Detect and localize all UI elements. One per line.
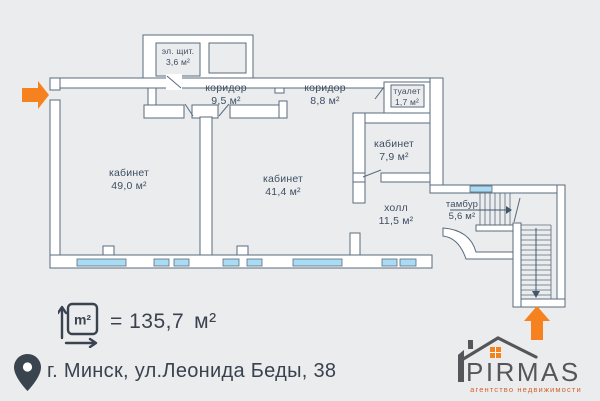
curved-vestibule-wall bbox=[442, 227, 514, 260]
arrow-down-icon bbox=[532, 291, 540, 298]
window-icon bbox=[246, 258, 263, 267]
window-icon bbox=[399, 258, 417, 267]
room-name: коридор bbox=[205, 82, 247, 94]
electrical-door-leaf-icon bbox=[166, 75, 182, 89]
room-area: 49,0 м² bbox=[111, 180, 147, 193]
window-icon bbox=[469, 185, 493, 193]
interior-walls bbox=[102, 87, 431, 256]
total-area-unit: м² bbox=[194, 310, 217, 333]
windows bbox=[76, 185, 493, 267]
window-icon bbox=[381, 258, 398, 267]
logo-tagline: агентство недвижимости bbox=[470, 385, 582, 394]
room-area: 3,6 м² bbox=[165, 56, 191, 67]
room-name: кабинет bbox=[108, 167, 150, 179]
room-label-el-shchit: эл. щит. 3,6 м² bbox=[162, 46, 195, 68]
address-row: г. Минск, ул.Леонида Беды, 38 bbox=[14, 354, 336, 394]
square-meters-icon: m² bbox=[58, 302, 99, 348]
door-leaves bbox=[184, 103, 521, 223]
logo-roof-icon bbox=[458, 336, 538, 363]
room-name: холл bbox=[384, 202, 408, 214]
wc-walls bbox=[374, 81, 431, 114]
window-icon bbox=[76, 258, 127, 267]
window-icon bbox=[153, 258, 170, 267]
room-area: 1,7 м² bbox=[394, 96, 420, 107]
svg-text:m²: m² bbox=[74, 312, 91, 328]
room-area: 41,4 м² bbox=[265, 186, 301, 199]
window-icon bbox=[292, 258, 343, 267]
address-text: г. Минск, ул.Леонида Беды, 38 bbox=[47, 360, 337, 382]
stair-block-walls bbox=[429, 184, 566, 308]
total-area-row: m² = 135,7 м² bbox=[58, 300, 216, 348]
room-name: кабинет bbox=[262, 173, 304, 185]
room-name: коридор bbox=[304, 82, 346, 94]
entrance-arrow-bottom-icon bbox=[524, 306, 550, 340]
office49-door-leaf-icon bbox=[184, 103, 194, 117]
room-label-koridor-88: коридор 8,8 м² bbox=[304, 82, 345, 109]
wc-door-leaf-icon bbox=[374, 86, 385, 100]
office41-door-leaf-icon bbox=[218, 103, 230, 117]
room-label-kabinet-79: кабинет 7,9 м² bbox=[374, 138, 414, 165]
stair-direction-arrows bbox=[450, 206, 540, 298]
room-label-kabinet-49: кабинет 49,0 м² bbox=[109, 167, 149, 194]
location-pin-icon bbox=[14, 354, 41, 391]
room-area: 8,8 м² bbox=[310, 95, 340, 108]
room-label-tualet: туалет 1,7 м² bbox=[393, 86, 420, 108]
room-label-kabinet-41: кабинет 41,4 м² bbox=[263, 173, 303, 200]
office79-door-leaf-icon bbox=[362, 169, 382, 178]
agency-logo-graphic: PIRMAS агентство недвижимости bbox=[458, 336, 582, 394]
agency-logo: PIRMAS агентство недвижимости bbox=[448, 330, 596, 396]
room-label-koridor-95: коридор 9,5 м² bbox=[205, 82, 246, 109]
electrical-block-walls bbox=[142, 34, 254, 81]
window-icon bbox=[222, 258, 240, 267]
room-label-tambur: тамбур 5,6 м² bbox=[446, 199, 478, 223]
room-name: туалет bbox=[393, 86, 421, 96]
room-area: 5,6 м² bbox=[448, 211, 476, 223]
logo-name: PIRMAS bbox=[466, 357, 581, 387]
room-name: тамбур bbox=[445, 199, 479, 210]
room-area: 7,9 м² bbox=[379, 151, 409, 164]
room-label-holl: холл 11,5 м² bbox=[379, 202, 414, 229]
room-name: кабинет bbox=[373, 138, 415, 150]
entrance-arrow-left-icon bbox=[22, 81, 49, 109]
total-area-text: = 135,7 м² bbox=[110, 310, 217, 334]
room-area: 11,5 м² bbox=[378, 215, 414, 228]
arrow-right-icon bbox=[506, 206, 512, 214]
logo-one-icon bbox=[458, 350, 464, 382]
room-name: эл. щит. bbox=[161, 46, 195, 56]
stair-door-leaf-icon bbox=[513, 197, 521, 223]
outer-walls bbox=[49, 77, 444, 269]
window-icon bbox=[173, 258, 190, 267]
room-area: 9,5 м² bbox=[211, 95, 241, 108]
total-area-value: = 135,7 bbox=[110, 310, 185, 333]
